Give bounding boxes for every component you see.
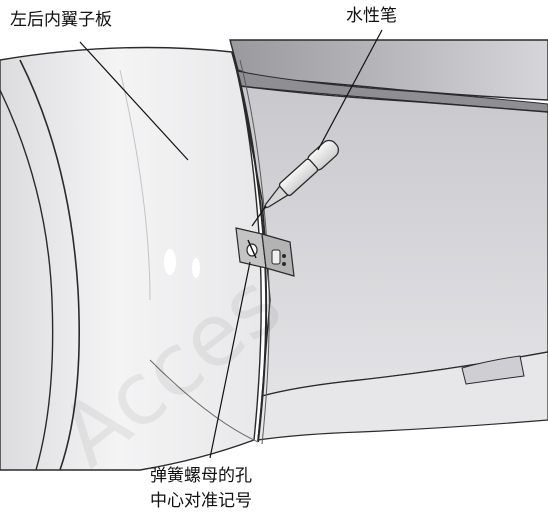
alignment-mark bbox=[247, 239, 257, 259]
pen-tip bbox=[263, 185, 289, 210]
marker-pen bbox=[263, 139, 340, 210]
bracket-dot bbox=[282, 262, 286, 266]
spring-nut-slot bbox=[271, 249, 281, 265]
spring-nut-bracket bbox=[235, 227, 295, 277]
fender-edge-line bbox=[231, 51, 268, 443]
upper-body-strip bbox=[231, 69, 548, 113]
fender-liner-label: 左后内翼子板 bbox=[10, 10, 112, 30]
fender-highlight bbox=[192, 258, 200, 278]
bottom-edge-shape bbox=[461, 355, 525, 385]
bracket-dot bbox=[282, 254, 286, 258]
marker-pen-label: 水性笔 bbox=[346, 6, 397, 26]
fender-liner-panel bbox=[0, 46, 262, 471]
wheel-arch-outer bbox=[19, 59, 80, 471]
fender-soft-line bbox=[119, 69, 151, 301]
wheel-arch-inner bbox=[0, 89, 54, 471]
spring-nut-hole-label-line-2: 中心对准记号 bbox=[150, 491, 252, 511]
fender-leader-line bbox=[79, 41, 189, 161]
spring-nut-hole-label-line-1: 弹簧螺母的孔 bbox=[150, 466, 252, 486]
pen-leader-line bbox=[317, 29, 383, 151]
arch-lower-fold bbox=[149, 359, 259, 443]
pen-pointer-line bbox=[251, 205, 267, 227]
fender-edge-line-inner bbox=[239, 59, 270, 445]
fender-highlight bbox=[164, 249, 176, 275]
hole-leader-line bbox=[209, 261, 251, 459]
